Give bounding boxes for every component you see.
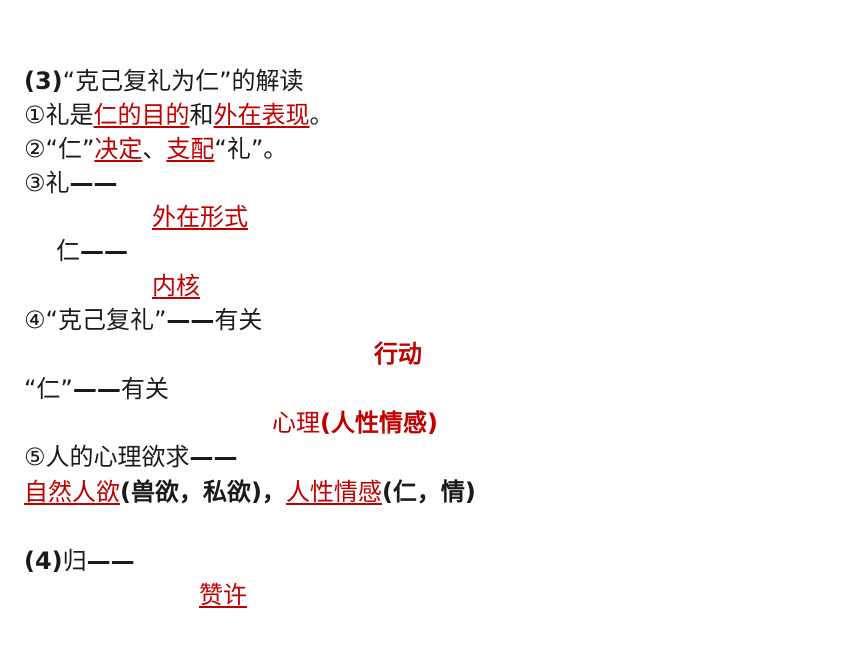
item1-prefix: ①礼是 — [24, 101, 94, 129]
section4-title: 归 — [62, 547, 87, 575]
item3-li-line: ③礼—— — [24, 168, 118, 198]
section3-heading: (3)“克己复礼为仁”的解读 — [24, 66, 304, 96]
item4-answer2: 心理(人性情感) — [272, 408, 438, 438]
item2-suffix: “礼”。 — [214, 135, 288, 163]
item2-answer1: 决定 — [94, 135, 143, 163]
item5-note1: (兽欲，私欲)， — [120, 478, 286, 506]
item2-answer2: 支配 — [166, 135, 215, 163]
item3-ren-answer: 内核 — [152, 272, 200, 300]
item5-dash: —— — [189, 443, 238, 471]
section3-title: “克己复礼为仁”的解读 — [62, 67, 304, 95]
item1-mid: 和 — [189, 101, 214, 129]
item3-ren-dash: —— — [80, 237, 128, 265]
item3-ren-label: 仁 — [56, 237, 80, 265]
item2-prefix: ②“仁” — [24, 135, 95, 163]
item5-note2: (仁，情) — [381, 478, 476, 506]
section4-dash: —— — [86, 547, 135, 575]
item3-li-label: ③礼 — [24, 169, 70, 197]
item4-answer2-main: 心理 — [272, 409, 320, 437]
item4-line2-label: “仁” — [24, 375, 73, 403]
item4-line1: ④“克己复礼”——有关 — [24, 305, 262, 335]
item3-li-answer: 外在形式 — [152, 203, 248, 231]
item4-line1-suffix: 有关 — [214, 306, 263, 334]
item4-line2: “仁”——有关 — [24, 374, 169, 404]
section4-number: (4) — [24, 547, 63, 575]
item4-line2-dash: —— — [72, 375, 121, 403]
item5-label: ⑤人的心理欲求 — [24, 443, 190, 471]
item4-line2-suffix: 有关 — [120, 375, 169, 403]
item5-line: ⑤人的心理欲求—— — [24, 442, 238, 472]
item5-answer1: 自然人欲 — [24, 478, 120, 506]
item5-answer2: 人性情感 — [285, 478, 382, 506]
item2-mid: 、 — [142, 135, 167, 163]
item2-line: ②“仁”决定、支配“礼”。 — [24, 134, 287, 164]
item1-line: ①礼是仁的目的和外在表现。 — [24, 100, 334, 130]
section4-answer: 赞许 — [199, 581, 247, 609]
item5-answers: 自然人欲(兽欲，私欲)，人性情感(仁，情) — [24, 477, 476, 507]
item4-answer2-paren: (人性情感) — [320, 409, 438, 437]
item1-suffix: 。 — [309, 101, 334, 129]
item4-line1-dash: —— — [166, 306, 215, 334]
item3-ren-line: 仁—— — [56, 236, 128, 266]
section4-line: (4)归—— — [24, 546, 135, 576]
item1-answer1: 仁的目的 — [93, 101, 190, 129]
item1-answer2: 外在表现 — [213, 101, 310, 129]
section3-number: (3) — [24, 67, 63, 95]
item4-line1-label: ④“克己复礼” — [24, 306, 167, 334]
item4-answer1: 行动 — [374, 340, 422, 368]
item3-li-dash: —— — [69, 169, 118, 197]
